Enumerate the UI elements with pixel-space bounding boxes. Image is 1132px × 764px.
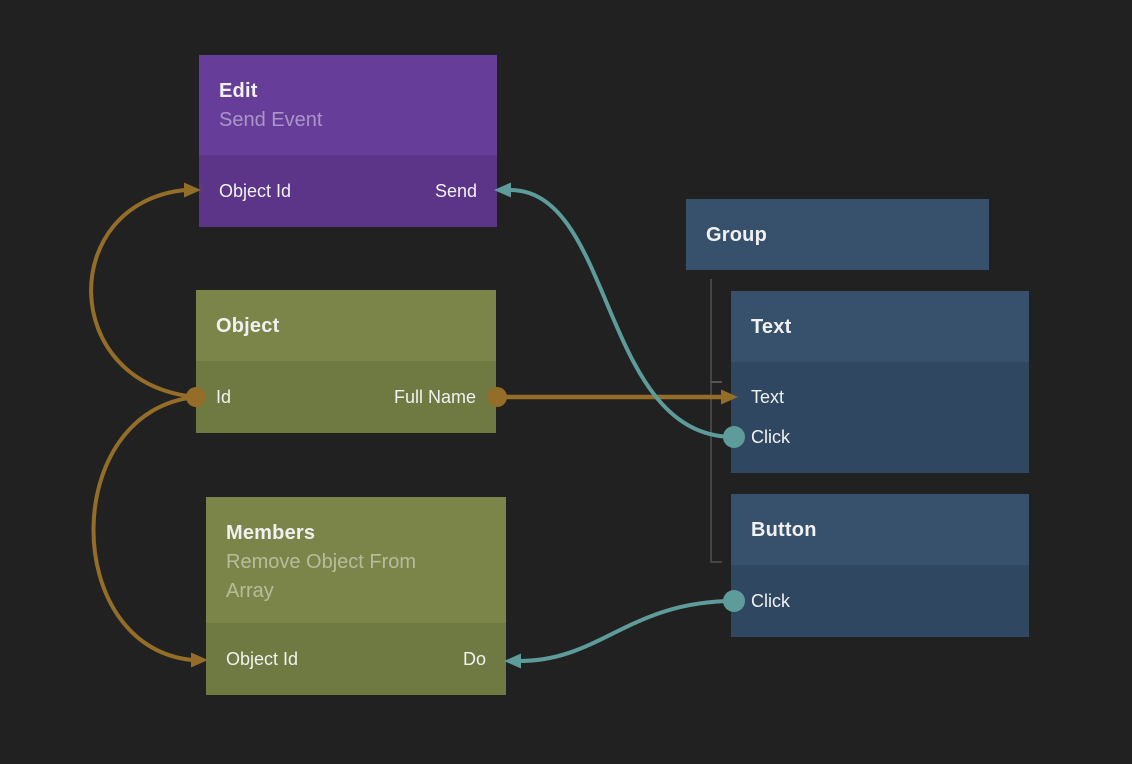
node-members-subtitle: Remove Object From Array xyxy=(226,551,417,602)
node-object[interactable]: Object Id Full Name xyxy=(196,290,496,433)
arrowhead-members-do xyxy=(504,653,521,669)
node-text-header[interactable]: Text xyxy=(731,291,1029,362)
node-members[interactable]: Members Remove Object From Array Object … xyxy=(206,497,506,695)
node-button-body: Click xyxy=(731,565,1029,637)
node-group-header[interactable]: Group xyxy=(686,199,989,270)
node-edit-body: Object Id Send xyxy=(199,155,497,227)
node-edit-title: Edit xyxy=(219,80,258,102)
node-button[interactable]: Button Click xyxy=(731,494,1029,637)
node-edit-header[interactable]: Edit Send Event xyxy=(199,55,497,155)
port-edit-object-id[interactable]: Object Id xyxy=(219,181,292,201)
node-edit-subtitle: Send Event xyxy=(219,109,323,131)
port-members-object-id[interactable]: Object Id xyxy=(226,649,299,669)
node-group-title: Group xyxy=(706,224,767,246)
node-members-port-row: Object Id Do xyxy=(206,623,506,695)
wire-button-click-to-members-do[interactable] xyxy=(519,599,735,663)
port-object-id[interactable]: Id xyxy=(216,387,232,407)
node-members-body: Object Id Do xyxy=(206,623,506,695)
node-group[interactable]: Group xyxy=(686,199,989,270)
node-edit-port-row: Object Id Send xyxy=(199,155,497,227)
wire-object-id-to-members-object-id[interactable] xyxy=(91,395,197,662)
node-object-body: Id Full Name xyxy=(196,361,496,433)
node-object-header[interactable]: Object xyxy=(196,290,496,361)
node-object-port-row: Id Full Name xyxy=(196,361,496,433)
node-button-header[interactable]: Button xyxy=(731,494,1029,565)
node-text-title: Text xyxy=(751,316,792,338)
node-button-title: Button xyxy=(751,519,817,541)
node-text-body: Text Click xyxy=(731,362,1029,473)
group-hierarchy-line xyxy=(710,279,722,563)
node-text-port-row-click: Click xyxy=(731,417,1029,457)
port-text-text[interactable]: Text xyxy=(751,387,785,407)
port-object-full-name[interactable]: Full Name xyxy=(393,387,476,407)
node-members-header[interactable]: Members Remove Object From Array xyxy=(206,497,506,623)
node-text[interactable]: Text Text Click xyxy=(731,291,1029,473)
port-edit-send[interactable]: Send xyxy=(434,181,477,201)
port-button-click[interactable]: Click xyxy=(751,591,790,611)
node-object-title: Object xyxy=(216,315,280,337)
node-members-title: Members xyxy=(226,522,316,544)
node-text-port-row-text: Text xyxy=(731,377,1029,417)
node-button-port-row: Click xyxy=(731,565,1029,637)
port-members-do[interactable]: Do xyxy=(462,649,486,669)
node-edit[interactable]: Edit Send Event Object Id Send xyxy=(199,55,497,227)
wire-object-id-to-edit-object-id[interactable] xyxy=(89,188,197,399)
port-text-click[interactable]: Click xyxy=(751,427,790,447)
